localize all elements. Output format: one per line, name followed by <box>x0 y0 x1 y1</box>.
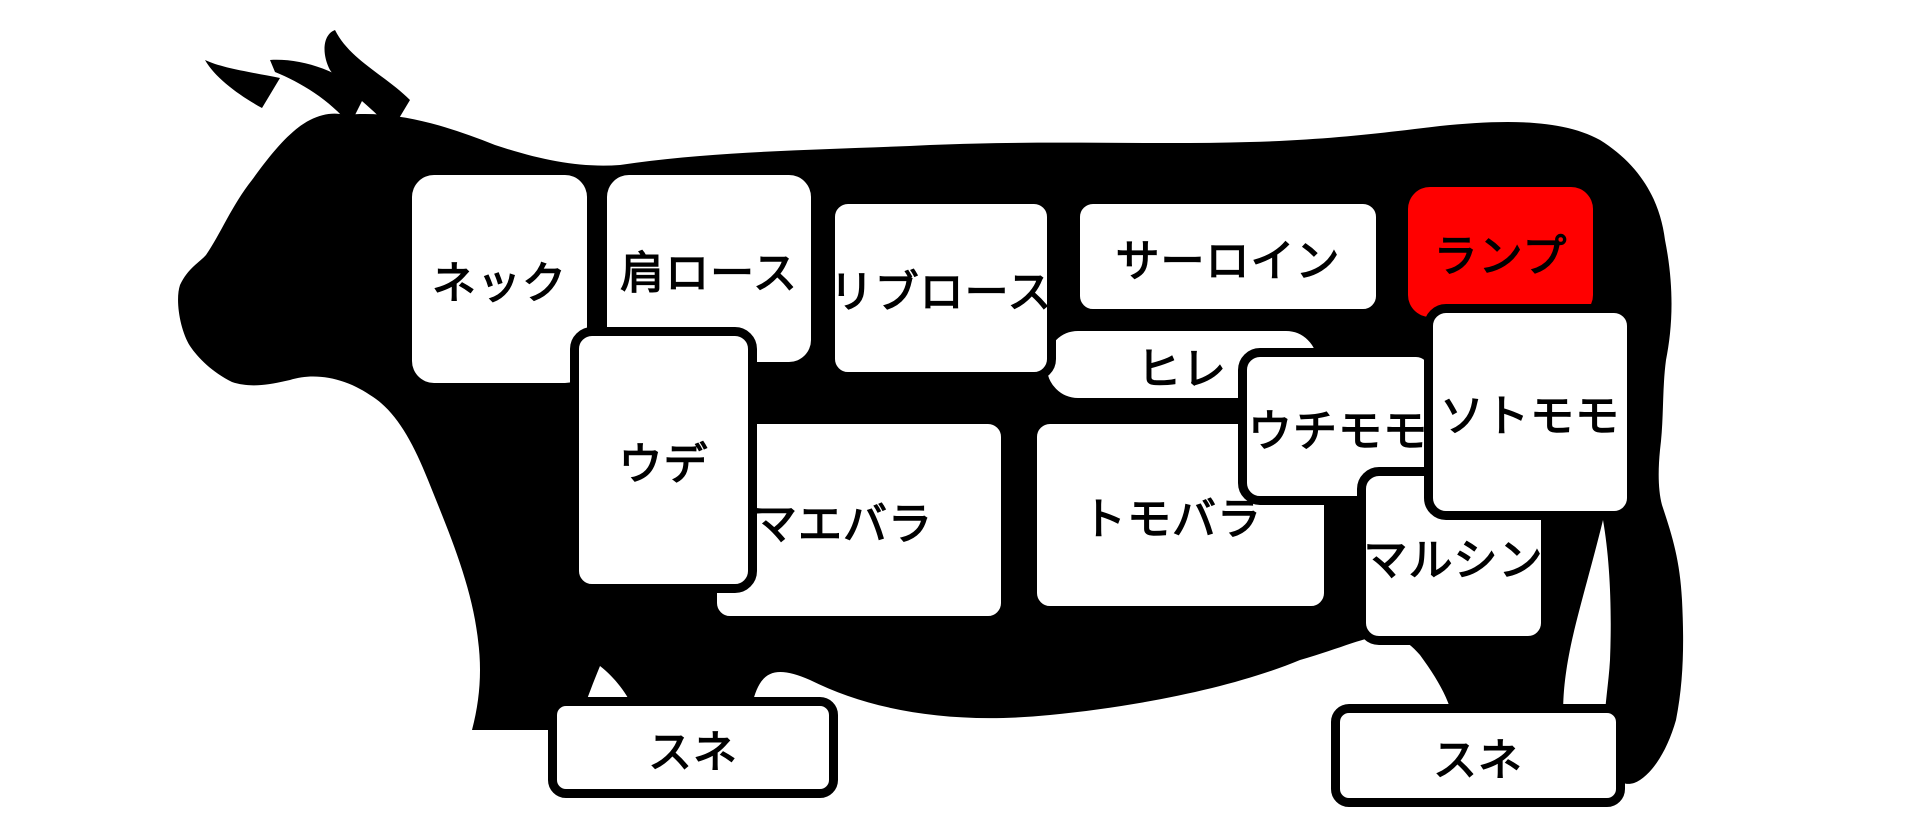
cut-ude[interactable]: ウデ <box>570 327 757 593</box>
cut-label-rump: ランプ <box>1433 231 1568 282</box>
cut-label-tenderloin: ヒレ <box>1137 343 1227 395</box>
cut-rump-highlighted[interactable]: ランプ <box>1408 187 1593 317</box>
cut-label-marushin: マルシン <box>1363 535 1544 586</box>
cut-label-sotomomo: ソトモモ <box>1440 391 1620 442</box>
cow-horn-back <box>324 30 410 130</box>
cut-label-maebara: マエバラ <box>753 499 933 550</box>
cut-label-uchimomo: ウチモモ <box>1248 405 1428 457</box>
cut-shank-back[interactable]: スネ <box>1331 704 1625 807</box>
cut-label-shoulder-loin: 肩ロース <box>620 247 798 299</box>
cut-sotomomo[interactable]: ソトモモ <box>1424 304 1636 520</box>
cut-label-shank-back: スネ <box>1433 734 1523 786</box>
cut-maebara[interactable]: マエバラ <box>708 415 1010 625</box>
cut-label-ude: ウデ <box>618 439 709 490</box>
cut-label-neck: ネック <box>432 258 567 309</box>
cut-label-shank-front: スネ <box>648 726 738 778</box>
cow-horn-front <box>270 59 365 125</box>
cut-tenderloin[interactable]: ヒレ <box>1038 322 1326 407</box>
cut-neck[interactable]: ネック <box>412 175 587 383</box>
cut-sirloin[interactable]: サーロイン <box>1071 195 1385 318</box>
cut-label-rib-loin: リブロース <box>829 267 1053 318</box>
cut-rib-loin[interactable]: リブロース <box>826 195 1056 381</box>
cut-uchimomo[interactable]: ウチモモ <box>1238 348 1438 505</box>
cut-shank-front[interactable]: スネ <box>548 697 838 798</box>
cut-label-sirloin: サーロイン <box>1115 235 1341 287</box>
cow-ear <box>205 60 280 108</box>
cut-label-tomobara: トモバラ <box>1082 494 1262 545</box>
